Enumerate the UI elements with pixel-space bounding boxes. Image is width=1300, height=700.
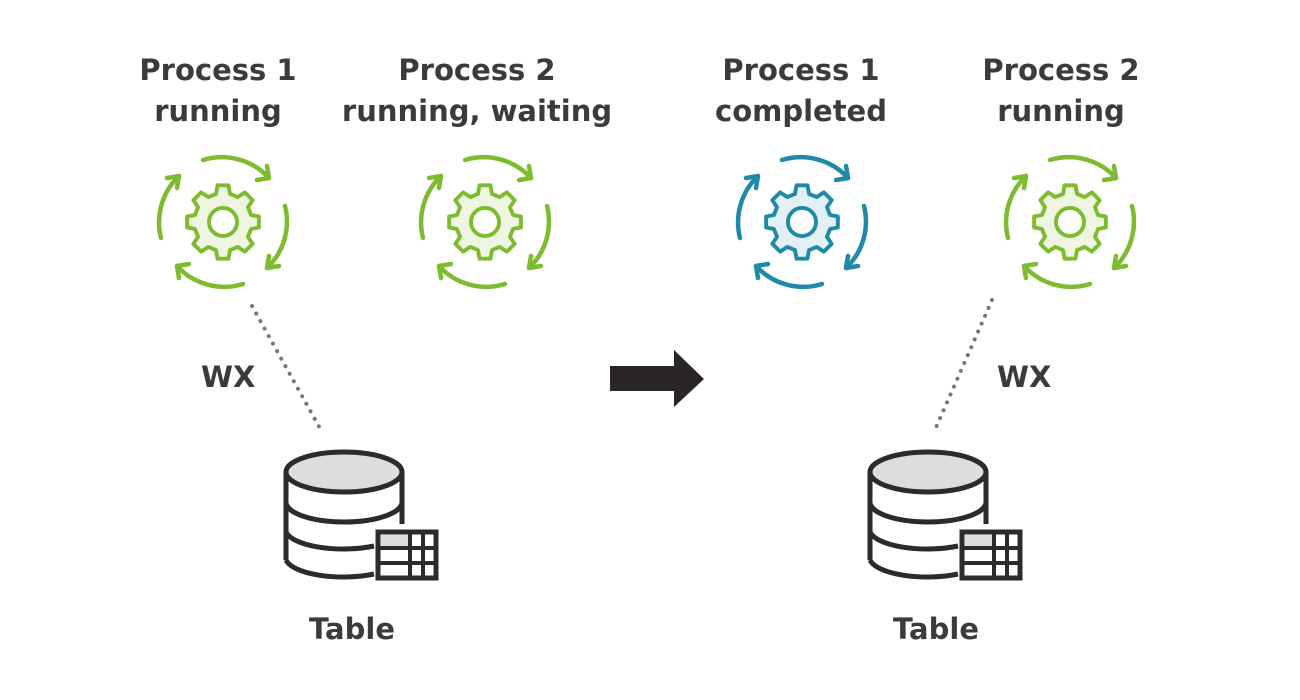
- gear-cycle-icon: [418, 154, 552, 290]
- table-label: Table: [893, 612, 979, 646]
- right-arrow-icon: [610, 350, 704, 407]
- lock-mode-label: WX: [201, 360, 256, 394]
- process-title: Process 2: [982, 53, 1140, 87]
- lock-mode-label: WX: [997, 360, 1052, 394]
- gear-cycle-icon: [156, 154, 290, 290]
- process-status: running: [997, 94, 1125, 128]
- process-title: Process 2: [398, 53, 556, 87]
- process-status: running, waiting: [341, 94, 613, 128]
- process-title: Process 1: [722, 53, 880, 87]
- database-table-icon: [283, 449, 439, 581]
- gear-cycle-icon: [735, 154, 869, 290]
- database-table-icon: [867, 449, 1023, 581]
- table-label: Table: [309, 612, 395, 646]
- process-title: Process 1: [139, 53, 297, 87]
- after-process2-label: Process 2 running: [982, 50, 1139, 132]
- after-process1-label: Process 1 completed: [715, 50, 887, 132]
- process-status: running: [154, 94, 282, 128]
- before-process2-label: Process 2 running, waiting: [342, 50, 612, 132]
- process-status: completed: [715, 94, 887, 128]
- gear-cycle-icon: [1003, 154, 1137, 290]
- before-process1-label: Process 1 running: [139, 50, 296, 132]
